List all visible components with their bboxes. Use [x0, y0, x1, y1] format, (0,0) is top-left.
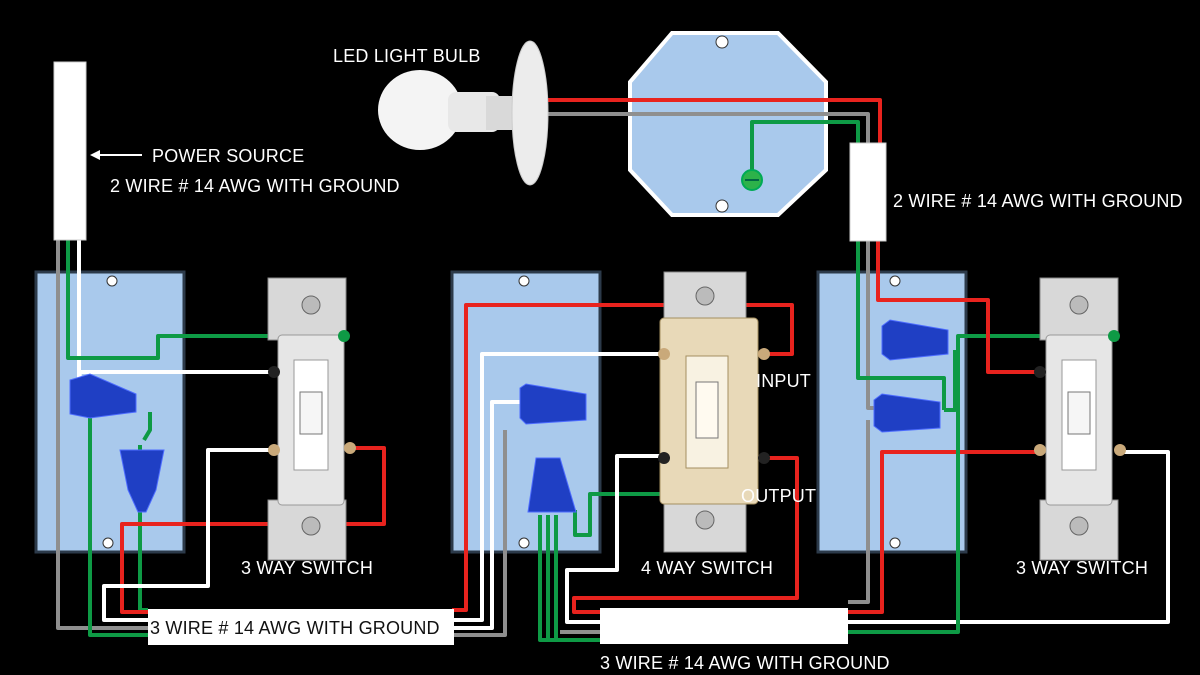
wire-nut-icon [881, 319, 949, 361]
bulb-ground [750, 120, 860, 178]
arrow-left-icon [90, 150, 142, 160]
wire-nuts [69, 319, 949, 513]
wire-nut-icon [69, 373, 137, 419]
switch-middle-label: 4 WAY SWITCH [641, 558, 774, 578]
ceiling-octagon-box [628, 31, 828, 217]
switch-right-label: 3 WAY SWITCH [1016, 558, 1149, 578]
right-cable-red [876, 240, 1040, 374]
power-hot-wire [77, 238, 272, 382]
mid-white-input [452, 352, 664, 622]
wire-nut-icon [119, 449, 165, 513]
bulb-gray [548, 112, 870, 148]
switch-middle-4way [658, 271, 770, 553]
mid-ground [538, 515, 600, 642]
output-label: OUTPUT [741, 486, 817, 506]
mid-red-input [452, 303, 794, 612]
bottom-cable-right-sheath [600, 608, 848, 644]
output-red [572, 456, 799, 614]
led-bulb-icon [378, 40, 549, 186]
bottom-cable-right-label: 3 WIRE # 14 AWG WITH GROUND [600, 653, 890, 673]
right-cable-label: 2 WIRE # 14 AWG WITH GROUND [893, 191, 1183, 211]
switch-box-right [816, 270, 968, 554]
bottom-cable-left-label: 3 WIRE # 14 AWG WITH GROUND [150, 618, 440, 638]
power-source-label: POWER SOURCE [152, 146, 305, 166]
power-ground-wire [66, 238, 340, 360]
bottom-cable-left-sheath [148, 609, 454, 645]
right-cable-sheath [849, 142, 887, 242]
led-bulb-label: LED LIGHT BULB [333, 46, 481, 66]
power-cable-sheath [53, 61, 87, 241]
bulb-hot-red [548, 98, 882, 148]
ground-screw-icon [741, 169, 763, 191]
power-cable-label: 2 WIRE # 14 AWG WITH GROUND [110, 176, 400, 196]
wire-nut-icon [527, 457, 577, 513]
wire-nut-icon [519, 383, 587, 425]
wires [56, 98, 1170, 642]
input-label: INPUT [756, 371, 811, 391]
power-neutral-gray-wire [56, 238, 148, 630]
output-white [565, 454, 664, 624]
left-traveler-red [120, 446, 386, 614]
switch-left-label: 3 WAY SWITCH [241, 558, 374, 578]
left-traveler-white [102, 448, 272, 622]
switch-left-3way [267, 277, 356, 561]
switch-right-3way [1034, 277, 1126, 561]
wire-nut-icon [873, 393, 941, 433]
